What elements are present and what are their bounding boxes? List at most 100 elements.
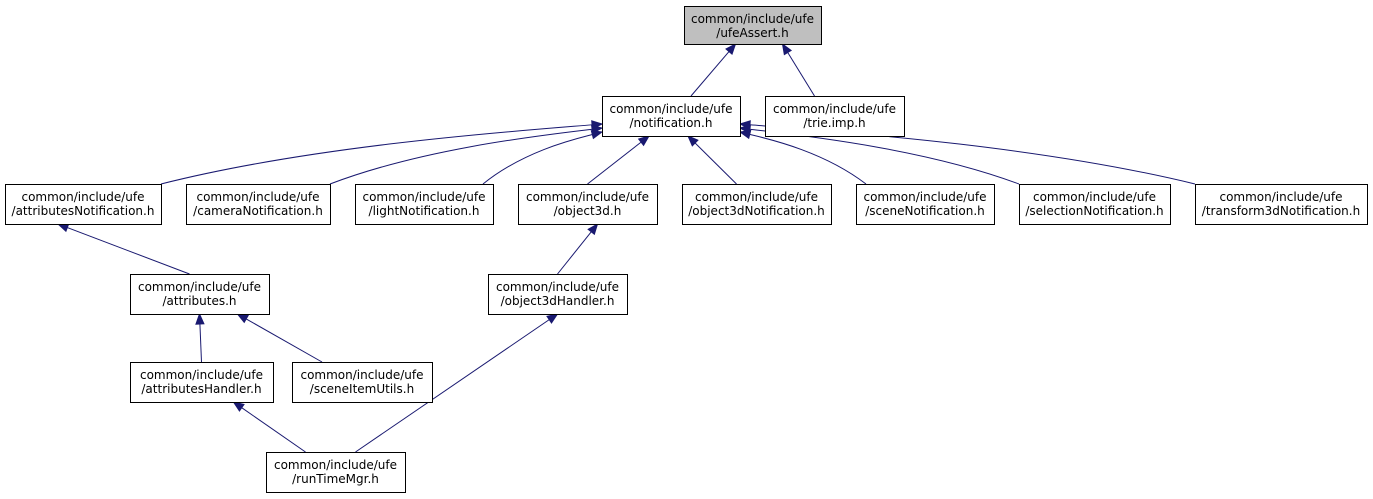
node-label-line2: /notification.h [630,116,713,130]
node-label-line1: common/include/ufe [362,190,485,204]
node-label-line1: common/include/ufe [1219,190,1342,204]
node-box [1195,184,1368,225]
edge-line [482,134,593,185]
node-label-line1: common/include/ufe [196,190,319,204]
edge-attributesHandler-to-attributes [195,312,205,363]
node-box [488,274,628,315]
node-object3dNotification[interactable]: common/include/ufe/object3dNotification.… [682,184,832,225]
node-box [266,452,406,493]
edge-line [67,227,190,275]
node-box [1019,184,1171,225]
edge-line [749,128,1020,185]
edge-cameraNotification-to-notification [329,124,604,185]
node-label-line1: common/include/ufe [21,190,144,204]
edge-line [160,124,593,185]
edge-arrowhead [587,222,599,236]
node-label-line2: /runTimeMgr.h [292,472,379,486]
edge-attributes-to-attributesNotification [56,223,190,275]
edge-line [787,52,815,97]
node-box [186,184,331,225]
node-box [355,184,494,225]
node-label-line2: /object3dHandler.h [501,294,615,308]
node-label-line1: common/include/ufe [1033,190,1156,204]
node-ufeAssert[interactable]: common/include/ufe/ufeAssert.h [684,6,822,45]
node-label-line1: common/include/ufe [609,102,732,116]
edge-arrowhead [725,42,737,56]
edge-lightNotification-to-notification [482,130,604,185]
edge-sceneNotification-to-notification [738,129,867,185]
node-selectionNotification[interactable]: common/include/ufe/selectionNotification… [1019,184,1171,225]
node-sceneNotification[interactable]: common/include/ufe/sceneNotification.h [856,184,995,225]
node-attributesHandler[interactable]: common/include/ufe/attributesHandler.h [130,362,274,403]
edge-runTimeMgr-to-object3dHandler [355,313,559,453]
node-label-line1: common/include/ufe [695,190,818,204]
node-notification[interactable]: common/include/ufe/notification.h [602,96,741,137]
node-label-line1: common/include/ufe [138,280,261,294]
edge-line [355,319,550,453]
node-box [682,184,832,225]
edge-line [329,128,593,185]
node-label-line2: /object3d.h [554,204,622,218]
edge-line [199,323,202,363]
edge-runTimeMgr-to-attributesHandler [232,401,306,453]
edge-arrowhead [546,313,559,324]
node-label-line2: /sceneItemUtils.h [310,382,414,396]
edge-object3d-to-notification [587,135,651,185]
node-box [765,96,905,137]
node-trie[interactable]: common/include/ufe/trie.imp.h [765,96,905,137]
node-attributesNotification[interactable]: common/include/ufe/attributesNotificatio… [5,184,162,225]
node-label-line2: /cameraNotification.h [193,204,323,218]
edges-layer [56,42,1196,453]
node-label-line1: common/include/ufe [863,190,986,204]
edge-sceneItemUtils-to-attributes [236,313,323,363]
node-box [684,6,822,45]
node-label-line2: /sceneNotification.h [865,204,985,218]
edge-arrowhead [738,120,751,130]
node-label-line2: /lightNotification.h [369,204,480,218]
node-label-line1: common/include/ufe [496,280,619,294]
nodes-layer: common/include/ufe/ufeAssert.hcommon/inc… [5,6,1368,493]
edge-object3dHandler-to-object3d [557,222,599,275]
node-box [130,362,274,403]
node-label-line1: common/include/ufe [300,368,423,382]
edge-line [241,407,306,453]
edge-object3dNotification-to-notification [687,135,737,185]
edge-line [557,231,592,275]
node-label-line2: /attributesHandler.h [141,382,261,396]
node-label-line2: /selectionNotification.h [1025,204,1163,218]
node-box [856,184,995,225]
node-attributes[interactable]: common/include/ufe/attributes.h [130,274,270,315]
node-runTimeMgr[interactable]: common/include/ufe/runTimeMgr.h [266,452,406,493]
edge-arrowhead [236,313,249,324]
node-object3d[interactable]: common/include/ufe/object3d.h [518,184,658,225]
node-label-line2: /trie.imp.h [803,116,865,130]
edge-arrowhead [590,130,604,140]
node-transform3dNotification[interactable]: common/include/ufe/transform3dNotificati… [1195,184,1368,225]
node-label-line1: common/include/ufe [526,190,649,204]
node-box [518,184,658,225]
node-label-line2: /attributesNotification.h [12,204,155,218]
node-label-line2: /attributes.h [162,294,236,308]
edge-arrowhead [195,312,205,325]
node-sceneItemUtils[interactable]: common/include/ufe/sceneItemUtils.h [292,362,433,403]
node-object3dHandler[interactable]: common/include/ufe/object3dHandler.h [488,274,628,315]
edge-arrowhead [687,135,699,147]
node-label-line2: /transform3dNotification.h [1202,204,1360,218]
node-box [602,96,741,137]
edge-line [245,318,323,363]
edge-attributesNotification-to-notification [160,120,604,185]
edge-line [694,142,737,185]
edge-line [690,51,730,97]
node-box [5,184,162,225]
node-label-line2: /ufeAssert.h [716,26,788,40]
edge-arrowhead [232,401,245,412]
edge-trie-to-ufeAssert [781,42,815,97]
node-cameraNotification[interactable]: common/include/ufe/cameraNotification.h [186,184,331,225]
node-label-line1: common/include/ufe [140,368,263,382]
edge-notification-to-ufeAssert [690,42,737,97]
node-box [130,274,270,315]
node-lightNotification[interactable]: common/include/ufe/lightNotification.h [355,184,494,225]
edge-arrowhead [781,42,793,56]
edge-arrowhead [637,135,651,147]
node-label-line2: /object3dNotification.h [688,204,825,218]
